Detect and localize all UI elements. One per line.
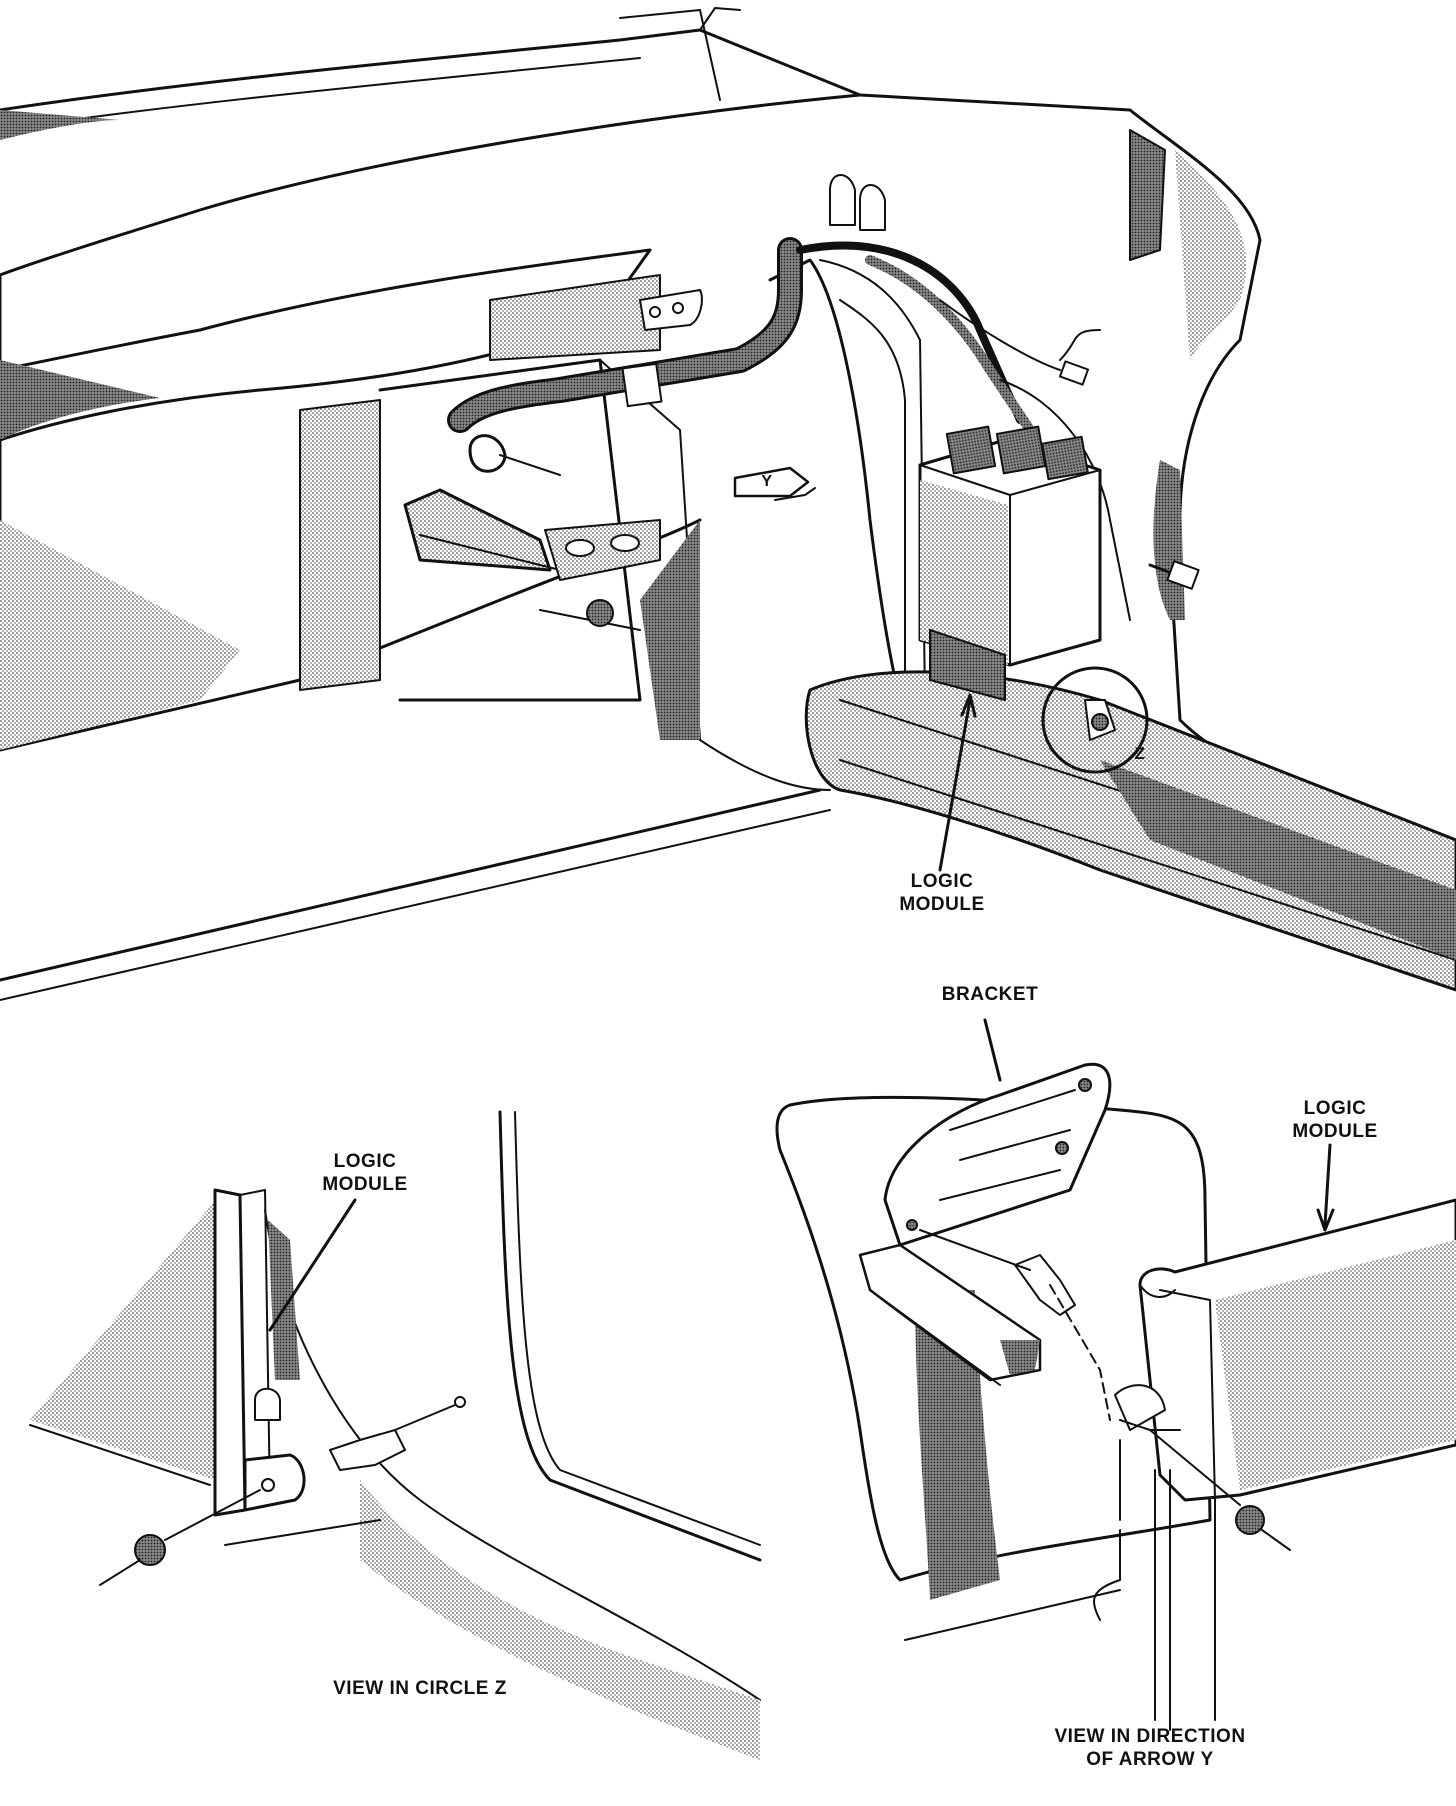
label-view-in-circle-z: VIEW IN CIRCLE Z — [333, 1678, 507, 1699]
label-bracket: BRACKET — [941, 984, 1039, 1005]
circle-z-view — [29, 1110, 762, 1760]
nut-circle-z — [134, 1534, 166, 1566]
main-view — [0, 7, 1456, 1001]
logic-module-shade — [1215, 1240, 1456, 1490]
bracket-plate — [883, 1062, 1112, 1247]
shade-floor — [360, 1480, 760, 1760]
label-arrow-y-marker: Y — [761, 473, 773, 490]
shade-wall-left — [30, 1195, 220, 1480]
stud-bolt — [329, 1429, 406, 1471]
inner-panel-edge — [498, 1110, 762, 1562]
leader-bracket — [983, 1018, 1002, 1082]
nut-arrow-y — [1235, 1505, 1265, 1535]
arrow-y-view — [775, 1018, 1456, 1731]
label-logic-module-arrow-y: LOGIC MODULE — [1292, 1098, 1378, 1142]
logic-module-main — [918, 425, 1102, 701]
screw-left — [499, 454, 561, 476]
leader-logic-module-arrow-y — [1323, 1143, 1332, 1227]
harness-clip — [829, 174, 856, 226]
label-logic-module-circle-z: LOGIC MODULE — [322, 1151, 408, 1195]
label-view-in-direction-arrow-y: VIEW IN DIRECTION OF ARROW Y — [1054, 1726, 1246, 1770]
arrow-y-marker — [733, 466, 810, 498]
nut-left — [586, 599, 614, 627]
leader-logic-module-circle-z — [268, 1198, 357, 1332]
wire-bundle — [796, 241, 1024, 424]
support-stalk — [768, 258, 902, 702]
leader-logic-module-main — [938, 698, 972, 872]
bracket-left — [403, 488, 552, 572]
instrument-panel-top — [0, 28, 862, 277]
floor-line — [0, 788, 822, 982]
label-logic-module-main: LOGIC MODULE — [899, 871, 985, 915]
panel-shade-left — [0, 110, 120, 140]
stud-arrow-y — [1014, 1254, 1076, 1316]
label-circle-marker-z: Z — [1134, 744, 1146, 763]
circle-z-callout — [1041, 666, 1149, 774]
sill-plate — [804, 670, 1456, 992]
mount-post — [213, 1188, 247, 1517]
